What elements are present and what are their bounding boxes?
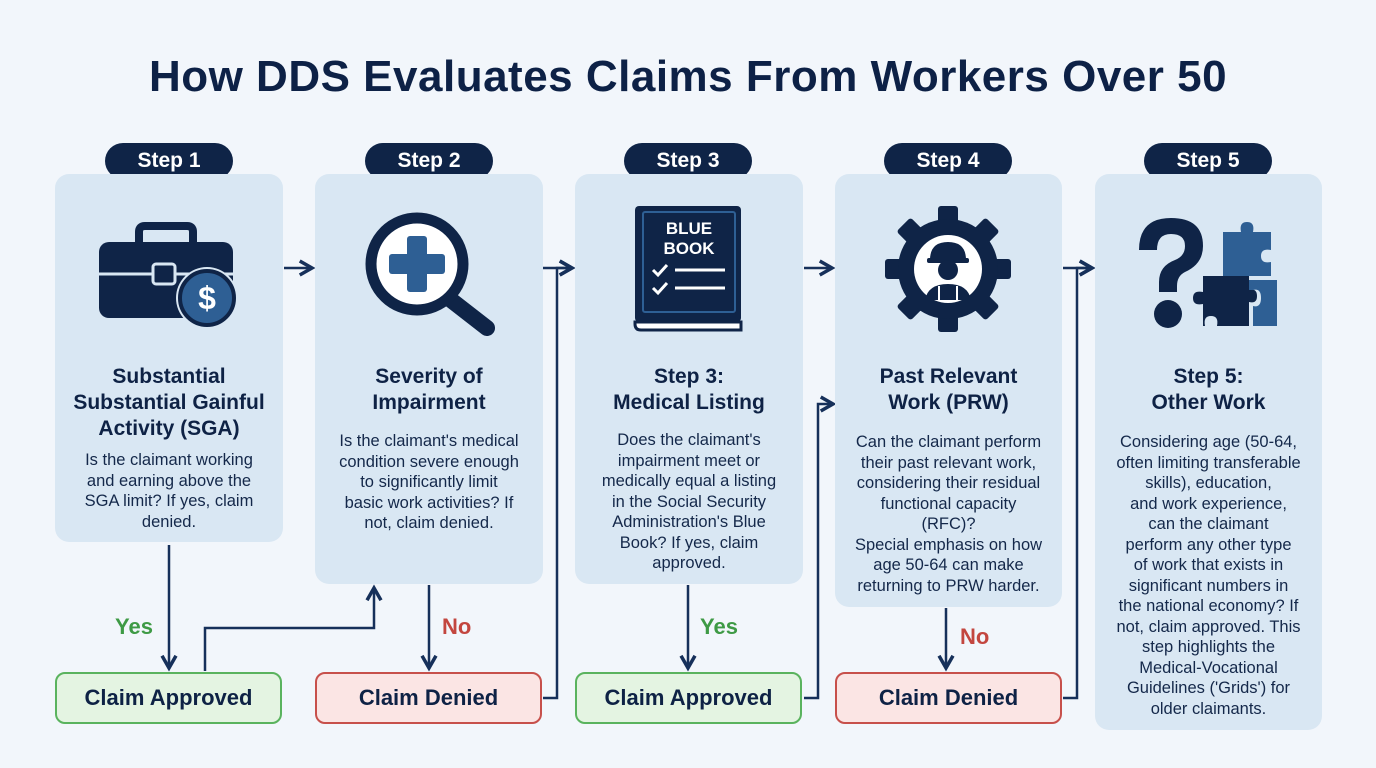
connector-outcome4-step5 bbox=[1063, 268, 1092, 700]
step-5-desc-line: Medical-Vocational bbox=[1139, 658, 1278, 677]
step-5-desc-line: significant numbers in bbox=[1128, 576, 1289, 595]
step-1-desc-line: denied. bbox=[141, 512, 197, 531]
gear-worker-icon bbox=[885, 206, 1011, 332]
step-2-title: Severity of Impairment bbox=[315, 364, 543, 416]
step-5-description: Considering age (50-64, often limiting t… bbox=[1101, 432, 1316, 719]
step-4-desc-line: their past relevant work, bbox=[860, 453, 1037, 472]
step-3-desc-line: approved. bbox=[652, 554, 726, 572]
step-1-desc-line: Is the claimant working bbox=[85, 451, 253, 469]
outcome-claim-denied: Claim Denied bbox=[835, 672, 1062, 724]
magnifier-medical-icon bbox=[365, 212, 495, 336]
step-5-card: Step 5: Other Work Considering age (50-6… bbox=[1095, 174, 1322, 730]
step-5-desc-line: skills), education, bbox=[1145, 474, 1272, 492]
step-3-desc-line: Book? If yes, claim bbox=[619, 533, 759, 552]
step-3-desc-line: Administration's Blue bbox=[612, 513, 766, 531]
book-cover-line: BOOK bbox=[664, 239, 716, 258]
step-1-title: Substantial Substantial Gainful Activity… bbox=[55, 364, 283, 442]
page-title: How DDS Evaluates Claims From Workers Ov… bbox=[148, 52, 1228, 101]
step-2-title-line: Impairment bbox=[372, 391, 486, 414]
step-2-desc-line: basic work activities? If bbox=[344, 493, 514, 512]
step-5-desc-line: often limiting transferable bbox=[1116, 453, 1301, 472]
step-5-badge: Step 5 bbox=[1144, 143, 1272, 179]
step-3-desc-line: Does the claimant's bbox=[617, 431, 761, 449]
step-2-badge: Step 2 bbox=[365, 143, 493, 179]
step-5-desc-line: older claimants. bbox=[1150, 699, 1267, 718]
step-5-title-line: Step 5: bbox=[1173, 365, 1244, 388]
step-5-desc-line: the national economy? If bbox=[1118, 597, 1299, 615]
step-2-desc-line: condition severe enough bbox=[339, 452, 519, 471]
step-5-desc-line: Considering age (50-64, bbox=[1119, 433, 1298, 451]
step-5-desc-line: step highlights the bbox=[1141, 638, 1275, 656]
branch-label-no: No bbox=[960, 624, 990, 649]
outcome-claim-approved: Claim Approved bbox=[55, 672, 282, 724]
step-4-desc-line: functional capacity bbox=[880, 494, 1017, 513]
svg-text:$: $ bbox=[198, 280, 216, 316]
step-4-desc-line: Can the claimant perform bbox=[855, 433, 1042, 451]
branch-label-no: No bbox=[442, 614, 472, 639]
step-5-desc-line: perform any other type bbox=[1125, 535, 1292, 554]
connector-outcome1-step2 bbox=[203, 588, 374, 671]
step-4-title: Past Relevant Work (PRW) bbox=[835, 364, 1062, 416]
step-1-title-line: Substantial bbox=[112, 365, 226, 388]
step-4-desc-line: considering their residual bbox=[856, 474, 1041, 492]
step-4-title-line: Work (PRW) bbox=[888, 391, 1009, 414]
step-5-desc-line: of work that exists in bbox=[1133, 556, 1284, 574]
step-4-card: Past Relevant Work (PRW) Can the claiman… bbox=[835, 174, 1062, 607]
question-puzzle-icon bbox=[1139, 218, 1277, 328]
step-4-badge: Step 4 bbox=[884, 143, 1012, 179]
step-1-desc-line: SGA limit? If yes, claim bbox=[84, 492, 254, 510]
step-3-title: Step 3: Medical Listing bbox=[575, 364, 803, 416]
step-4-desc-line: (RFC)? bbox=[921, 515, 976, 533]
step-2-title-line: Severity of bbox=[375, 365, 483, 388]
step-3-description: Does the claimant's impairment meet or m… bbox=[585, 430, 793, 574]
step-2-description: Is the claimant's medical condition seve… bbox=[325, 431, 533, 534]
step-4-description: Can the claimant perform their past rele… bbox=[845, 432, 1052, 596]
step-3-title-line: Medical Listing bbox=[613, 391, 765, 414]
step-1-title-line: Substantial Gainful bbox=[73, 391, 265, 414]
step-1-badge: Step 1 bbox=[105, 143, 233, 179]
step-1-description: Is the claimant working and earning abov… bbox=[65, 450, 273, 532]
step-5-desc-line: not, claim approved. This bbox=[1116, 617, 1301, 636]
step-4-title-line: Past Relevant bbox=[879, 365, 1018, 388]
step-5-desc-line: and work experience, bbox=[1130, 494, 1287, 513]
briefcase-dollar-icon: $ bbox=[99, 222, 238, 329]
step-1-desc-line: and earning above the bbox=[86, 471, 252, 490]
step-4-desc-line: Special emphasis on how bbox=[854, 535, 1043, 554]
step-3-title-line: Step 3: bbox=[653, 365, 724, 388]
outcome-claim-approved: Claim Approved bbox=[575, 672, 802, 724]
step-1-card: $ Substantial Substantial Gainful Activi… bbox=[55, 174, 283, 542]
connector-outcome3-step4 bbox=[804, 404, 833, 700]
step-5-title-line: Other Work bbox=[1151, 391, 1266, 414]
blue-book-icon: BLUE BOOK bbox=[633, 206, 743, 332]
step-3-badge: Step 3 bbox=[624, 143, 752, 179]
step-2-desc-line: not, claim denied. bbox=[364, 514, 494, 532]
step-5-desc-line: Guidelines ('Grids') for bbox=[1126, 679, 1291, 697]
book-cover-line: BLUE bbox=[666, 219, 712, 238]
step-3-desc-line: impairment meet or bbox=[617, 451, 761, 470]
connector-outcome2-step3 bbox=[543, 268, 572, 700]
branch-label-yes: Yes bbox=[700, 614, 738, 639]
branch-label-yes: Yes bbox=[115, 614, 153, 639]
step-3-desc-line: in the Social Security bbox=[611, 492, 767, 511]
step-2-card: Severity of Impairment Is the claimant's… bbox=[315, 174, 543, 584]
step-3-desc-line: medically equal a listing bbox=[601, 472, 777, 490]
step-2-desc-line: to significantly limit bbox=[360, 473, 498, 491]
step-5-desc-line: can the claimant bbox=[1148, 515, 1269, 533]
step-3-card: BLUE BOOK Step 3: Medical Listing Does t… bbox=[575, 174, 803, 584]
step-4-desc-line: age 50-64 can make bbox=[873, 556, 1024, 574]
step-2-desc-line: Is the claimant's medical bbox=[339, 432, 519, 450]
outcome-claim-denied: Claim Denied bbox=[315, 672, 542, 724]
step-5-title: Step 5: Other Work bbox=[1095, 364, 1322, 416]
step-4-desc-line: returning to PRW harder. bbox=[857, 576, 1040, 595]
step-1-title-line: Activity (SGA) bbox=[98, 417, 240, 440]
